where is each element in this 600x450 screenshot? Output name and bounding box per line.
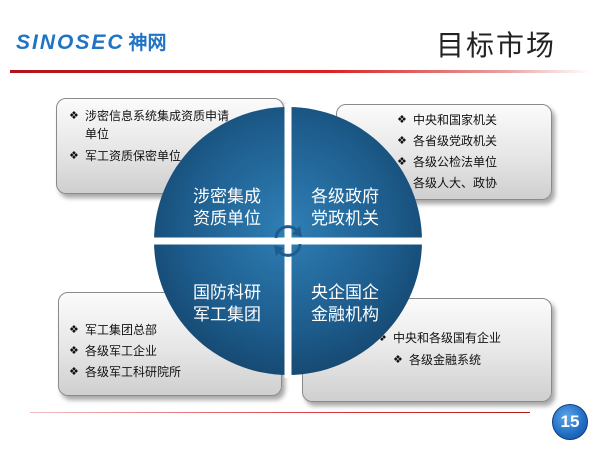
diamond-bullet-icon: ❖ [69,149,79,162]
page-number-badge: 15 [552,404,588,440]
list-item: ❖军工集团总部 [69,323,158,337]
diamond-bullet-icon: ❖ [397,113,407,126]
diamond-bullet-icon: ❖ [377,331,387,344]
quadrant-label-enterprises: 央企国企金融机构 [311,283,379,325]
diamond-bullet-icon: ❖ [393,353,403,366]
quadrant-label-government: 各级政府党政机关 [311,187,379,229]
box-qualified-units: ❖涉密信息系统集成资质申请单位 ❖军工资质保密单位 [56,98,284,194]
diamond-bullet-icon: ❖ [397,134,407,147]
quadrant-label-defense: 国防科研军工集团 [193,283,261,325]
footer-divider [30,412,530,413]
diamond-bullet-icon: ❖ [69,365,79,378]
diamond-bullet-icon: ❖ [69,323,79,336]
title-divider [10,70,590,73]
cycle-arrows-icon [274,225,302,257]
diamond-bullet-icon: ❖ [69,344,79,357]
list-item: ❖各省级党政机关 [397,134,498,148]
list-item: ❖中央和国家机关 [397,113,498,127]
list-item: ❖各级军工企业 [69,344,158,358]
logo-chinese-text: 神网 [128,32,167,54]
slide-title: 目标市场 [435,29,556,62]
list-item: ❖各级公检法单位 [397,155,498,169]
list-item: ❖涉密信息系统集成资质申请单位 [69,109,230,141]
list-item: ❖中央和各级国有企业 [377,331,502,345]
quadrant-label-qualified-units: 涉密集成资质单位 [193,187,261,229]
diamond-bullet-icon: ❖ [397,155,407,168]
logo-latin-text: SINOSEC [16,31,125,54]
list-item: ❖各级金融系统 [393,353,482,367]
diamond-bullet-icon: ❖ [69,109,79,122]
list-item: ❖各级军工科研院所 [69,365,182,379]
list-item: ❖各级人大、政协 [397,176,498,190]
list-item: ❖军工资质保密单位 [69,149,182,163]
